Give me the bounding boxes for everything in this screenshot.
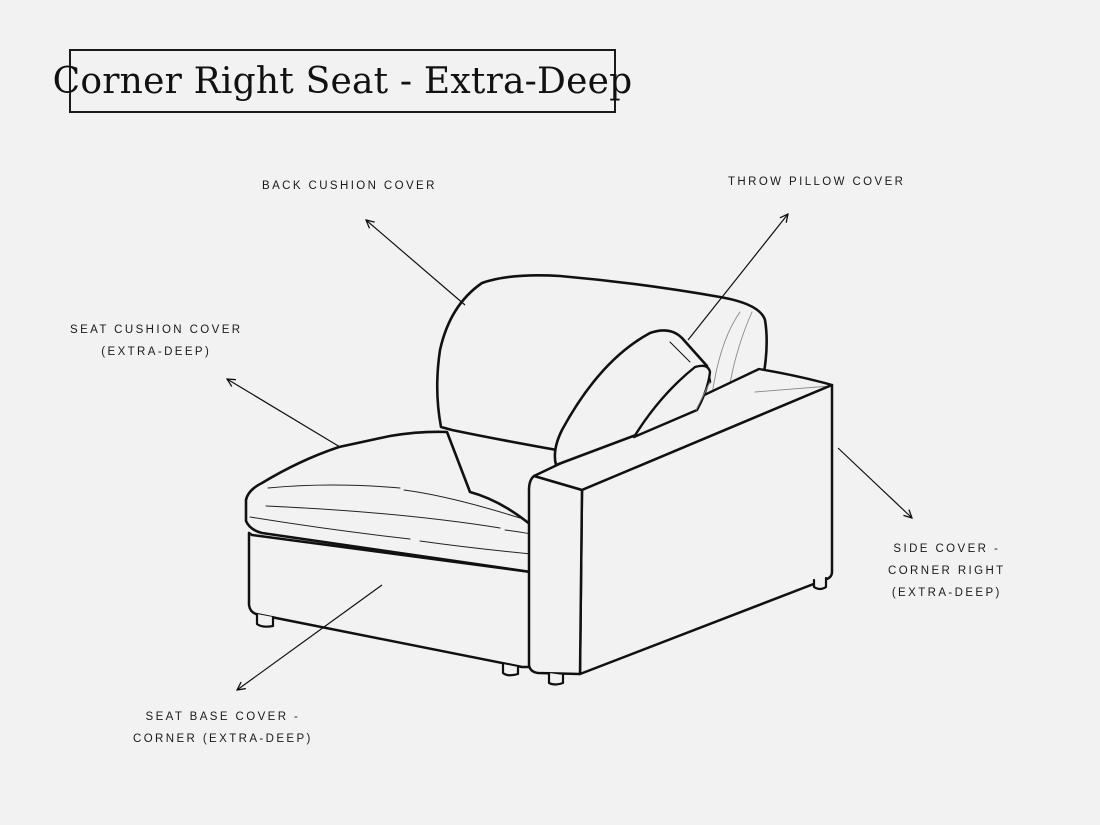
label-line: SIDE COVER - (893, 543, 1001, 555)
label-throw-pillow-cover: THROW PILLOW COVER (728, 171, 905, 193)
leader-side-cover (837, 447, 912, 518)
page-title: Corner Right Seat - Extra-Deep (52, 60, 633, 102)
label-line: CORNER (EXTRA-DEEP) (133, 733, 313, 745)
leader-lines (227, 214, 912, 690)
label-line: THROW PILLOW COVER (728, 176, 906, 188)
label-line: SEAT CUSHION COVER (70, 324, 243, 336)
leader-seat-cushion (227, 379, 341, 448)
label-line: (EXTRA-DEEP) (891, 587, 1002, 599)
label-line: CORNER RIGHT (888, 565, 1006, 577)
title-box: Corner Right Seat - Extra-Deep (53, 49, 632, 113)
label-back-cushion-cover: BACK CUSHION COVER (262, 175, 437, 197)
leader-throw-pillow (687, 214, 788, 341)
label-seat-base-cover: SEAT BASE COVER - CORNER (EXTRA-DEEP) (133, 706, 313, 750)
label-line: (EXTRA-DEEP) (101, 346, 212, 358)
label-line: SEAT BASE COVER - (145, 711, 301, 723)
leader-back-cushion (366, 220, 466, 306)
leader-seat-base (237, 584, 383, 690)
label-line: BACK CUSHION COVER (262, 180, 437, 192)
side-panel-icon (527, 383, 834, 686)
seat-cushion-icon (244, 430, 533, 574)
label-side-cover: SIDE COVER - CORNER RIGHT (EXTRA-DEEP) (888, 538, 1006, 604)
throw-pillow-icon (553, 329, 712, 467)
label-seat-cushion-cover: SEAT CUSHION COVER (EXTRA-DEEP) (70, 319, 243, 363)
